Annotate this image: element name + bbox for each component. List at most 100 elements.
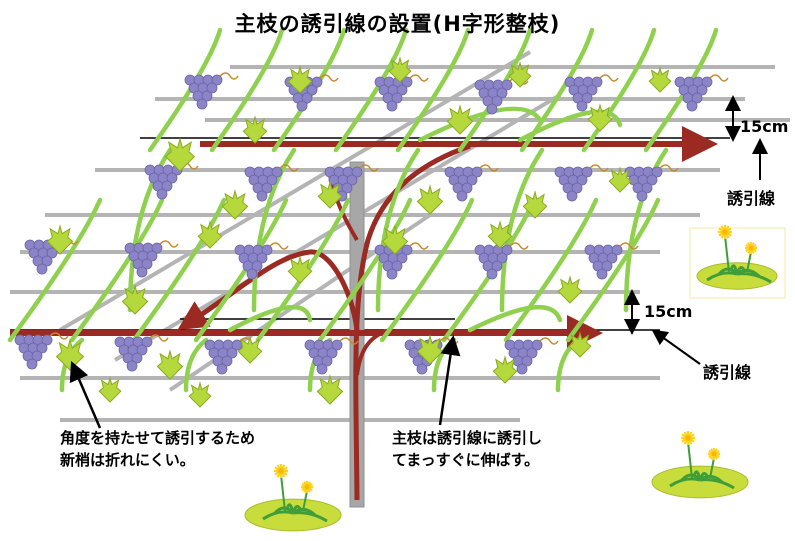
grape-cluster-icon [244,164,299,202]
grape-leaf-icon [221,189,249,220]
grape-cluster-icon [184,72,239,110]
grape-berry [126,360,138,372]
grape-berry [611,244,623,256]
tendril-icon [149,334,169,342]
grape-berry [581,92,593,104]
spacing-label-bottom: 15cm [644,302,693,321]
guide-wire-label-bottom: 誘引線 [703,363,752,382]
grape-berry [201,90,213,102]
grape-leaf-icon [287,255,313,284]
leaves-layer [46,56,672,408]
grape-leaf-icon [557,275,583,304]
grape-berry [46,247,58,259]
green-shoot [581,27,657,153]
grape-cluster-icon [234,242,289,280]
green-shoot [209,27,285,153]
ground-patch [244,498,342,532]
grape-leaf-icon [608,166,632,193]
grape-leaf-icon [416,184,444,215]
grape-cluster-icon [114,334,169,372]
grape-leaf-icon [164,137,196,172]
grape-berry [296,100,308,112]
grape-leaf-icon [55,338,85,371]
grape-cluster-icon [444,164,499,202]
green-shoot [503,197,599,343]
tendril-icon [599,74,619,82]
grape-berry [396,84,408,96]
grape-leaf-icon [197,220,223,249]
grape-berry [486,268,498,280]
green-shoot [457,27,533,153]
green-shoot [643,27,719,153]
grape-cluster-icon [324,164,379,202]
grape-berry [486,103,498,115]
note-left: 角度を持たせて誘引するため 新梢は折れにくい。 [60,427,380,471]
grape-cluster-icon [584,242,639,280]
dandelion-leaf [292,511,328,523]
tendril-icon [509,242,529,250]
grape-cluster-icon [124,240,179,278]
grape-leaf-icon [492,355,518,384]
grape-berry [326,347,338,359]
grape-cluster-icon [14,332,69,370]
page-title: 主枝の誘引線の設置(H字形整枝) [234,12,561,36]
ground-patch [696,262,778,290]
grape-berry [401,244,413,256]
grape-berry [416,363,428,375]
grape-berry [41,334,53,346]
tendril-icon [539,337,559,345]
grape-leaf-icon [446,104,474,135]
dandelion-stem [746,251,752,273]
grape-berry [686,100,698,112]
tendril-icon [409,242,429,250]
green-shoot [127,147,173,313]
grape-berry [226,347,238,359]
grape-berry [586,84,598,96]
grape-berry [141,258,153,270]
green-shoot [379,197,475,343]
grape-berry [251,260,263,272]
grape-berry [566,190,578,202]
grape-berry [346,174,358,186]
trellis-wire-diagonal [58,50,532,332]
grape-berry [696,84,708,96]
grape-berry [151,242,163,254]
grape-leaf-icon [46,224,74,255]
grape-berry [156,188,168,200]
dandelion-center [278,468,284,474]
grape-berry [651,166,663,178]
grape-berry [36,263,48,275]
green-shoot [517,109,623,143]
tendril-icon [589,164,609,172]
grape-leaf-icon [522,190,548,219]
grape-berry [316,363,328,375]
grape-berry [331,339,343,351]
green-shoot [333,27,409,153]
tendril-icon [319,74,339,82]
grape-cluster-icon [564,74,619,112]
green-shoot [375,147,421,313]
dandelion-center [711,451,717,457]
green-shoot [417,106,543,143]
grape-leaf-icon [416,334,444,365]
grape-leaf-icon [381,224,409,255]
grape-berry [351,166,363,178]
dandelions-layer [244,225,786,532]
grape-berry [266,174,278,186]
grape-leaf-icon [587,103,613,132]
grape-berry [501,244,513,256]
dandelion-stem [280,474,286,512]
grape-berry [261,182,273,194]
dandelion-stem [302,490,308,512]
grape-berry [691,92,703,104]
grape-berry [526,347,538,359]
tendril-icon [339,337,359,345]
grape-cluster-icon [674,74,729,112]
tendril-icon [619,242,639,250]
dandelion-stem [687,441,693,479]
tendril-icon [219,72,239,80]
guide-wire-label-top: 誘引線 [727,189,776,208]
grape-berry [596,268,608,280]
